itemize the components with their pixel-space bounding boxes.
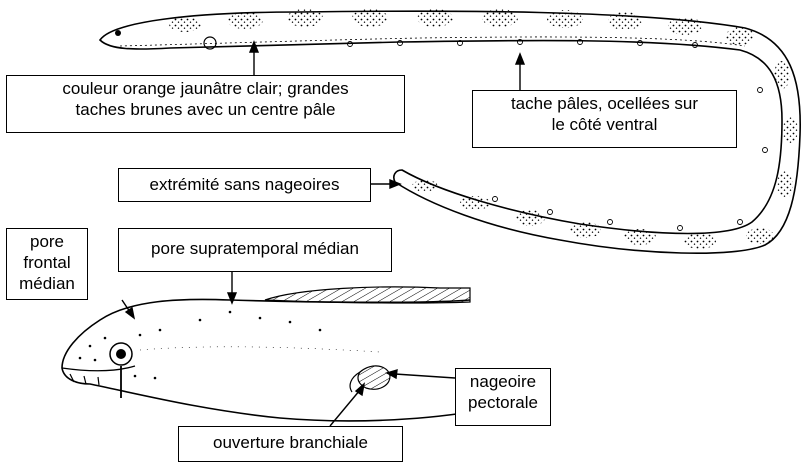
dorsal-fin-hatched (265, 287, 470, 303)
label-color-description: couleur orange jaunâtre clair; grandes t… (6, 75, 405, 133)
label-gill-opening: ouverture branchiale (178, 426, 403, 462)
label-supratemporal-text: pore supratemporal médian (123, 231, 387, 267)
label-ventral-line-1: tache pâles, ocellées sur (477, 93, 732, 114)
label-frontal-line-3: médian (11, 273, 83, 294)
eel-eye-icon (115, 30, 121, 36)
label-color-line-2: taches brunes avec un centre pâle (11, 99, 400, 120)
label-gill-opening-text: ouverture branchiale (183, 429, 398, 457)
label-ventral-line-2: le côté ventral (477, 114, 732, 135)
label-frontal-pore: pore frontal médian (6, 228, 88, 300)
label-tail-tip-text: extrémité sans nageoires (123, 171, 366, 198)
label-tail-tip: extrémité sans nageoires (118, 168, 371, 202)
label-supratemporal-pore: pore supratemporal médian (118, 228, 392, 272)
head-detail (62, 287, 470, 421)
head-eye-pupil (116, 349, 126, 359)
label-color-line-1: couleur orange jaunâtre clair; grandes (11, 78, 400, 99)
label-pectoral-line-2: pectorale (460, 392, 546, 413)
label-frontal-line-2: frontal (11, 252, 83, 273)
label-pectoral-line-1: nageoire (460, 371, 546, 392)
label-pectoral-fin: nageoire pectorale (455, 368, 551, 426)
label-frontal-line-1: pore (11, 231, 83, 252)
label-ventral-spots: tache pâles, ocellées sur le côté ventra… (472, 90, 737, 148)
